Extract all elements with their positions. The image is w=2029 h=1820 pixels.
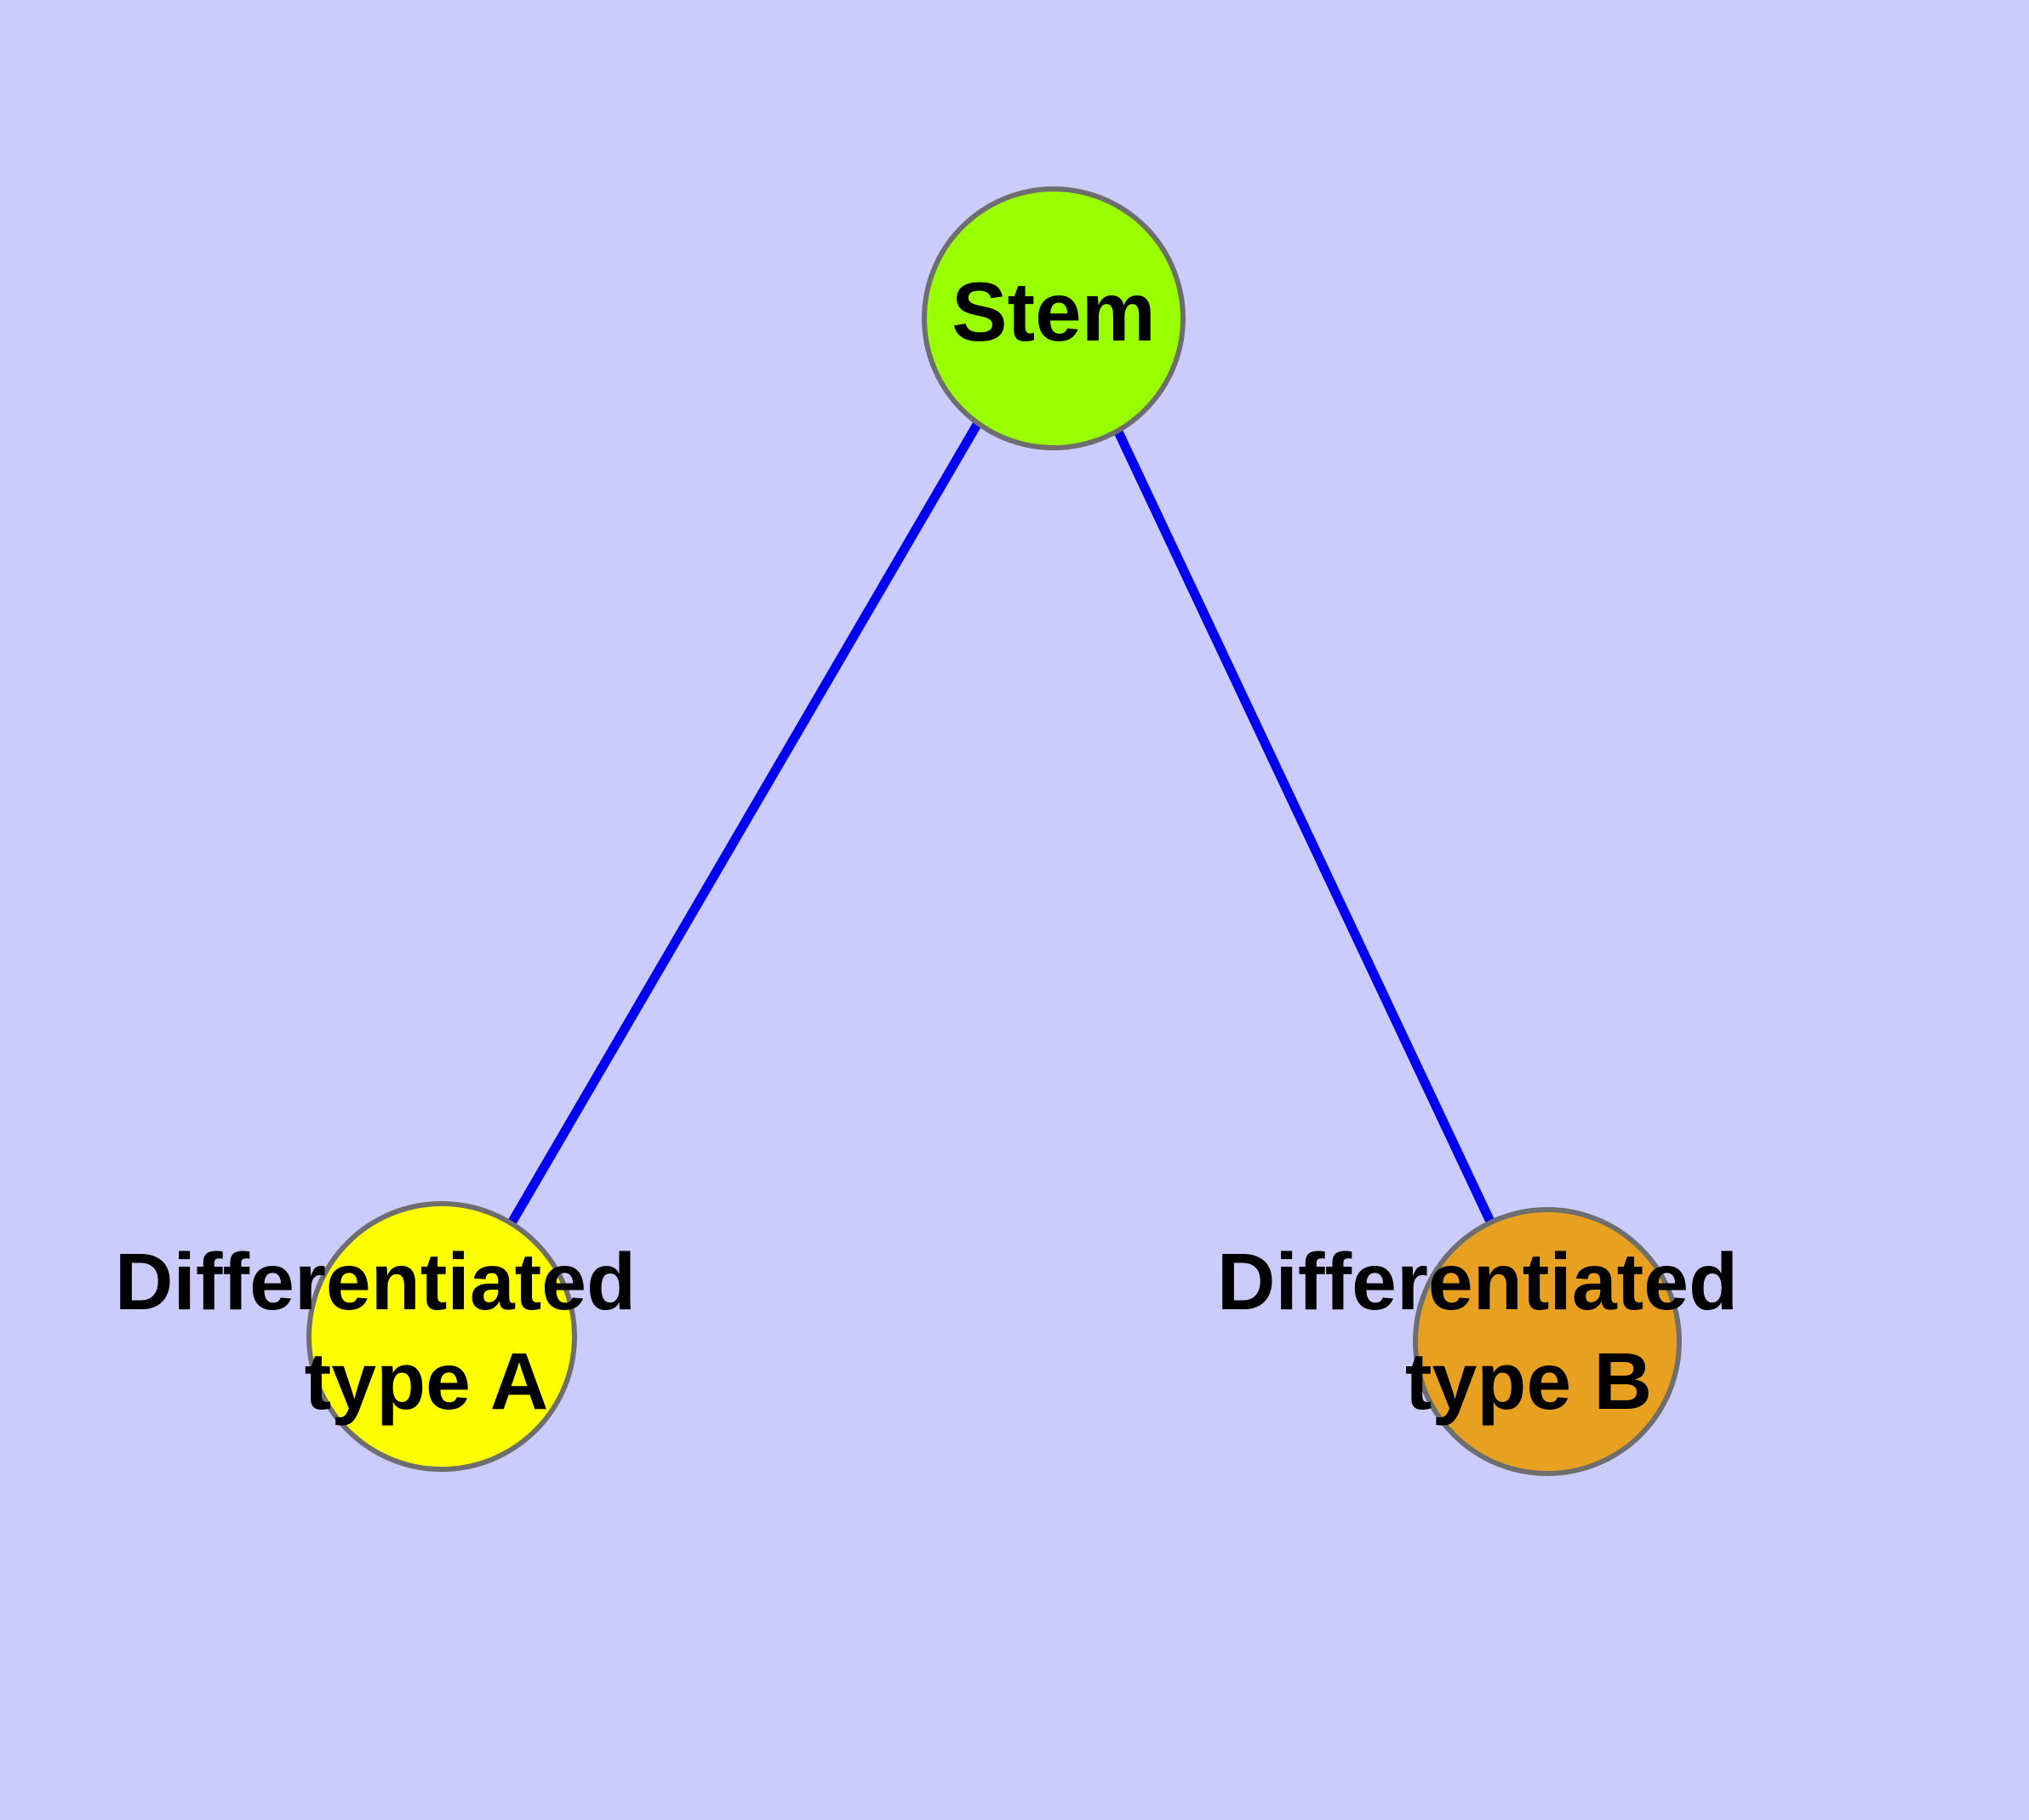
node-differentiated-type-b-label-line2: type B	[1405, 1336, 1652, 1427]
node-differentiated-type-b-label-line1: Differentiated	[1217, 1237, 1738, 1327]
edge-stem-to-differentiated-type-b[interactable]	[1112, 426, 1495, 1226]
node-differentiated-type-a-label-line2: type A	[305, 1336, 549, 1427]
edge-group	[508, 421, 1495, 1226]
node-differentiated-type-a-circle[interactable]	[306, 1201, 577, 1472]
node-differentiated-type-b-circle[interactable]	[1413, 1207, 1682, 1476]
node-group: Stem Differentiated type A Differentiate…	[115, 186, 1738, 1476]
edge-stem-to-differentiated-type-a[interactable]	[508, 421, 982, 1224]
node-stem[interactable]: Stem	[922, 186, 1186, 450]
node-stem-label: Stem	[952, 265, 1156, 358]
node-differentiated-type-a-label-line1: Differentiated	[115, 1237, 636, 1327]
node-differentiated-type-b[interactable]: Differentiated type B	[1217, 1207, 1738, 1476]
node-differentiated-type-a[interactable]: Differentiated type A	[115, 1201, 636, 1472]
node-stem-circle[interactable]	[922, 186, 1186, 450]
